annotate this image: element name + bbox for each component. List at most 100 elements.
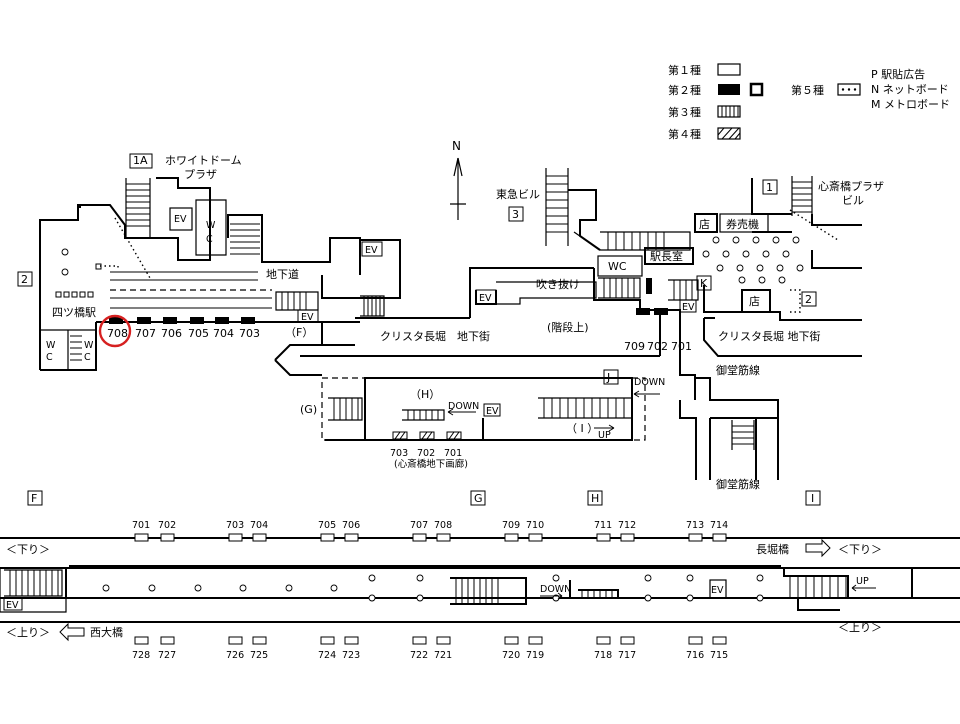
stairs-platform-i-icon [783, 567, 912, 611]
board-label-707: 707 [135, 327, 156, 340]
h-paren-label: （H） [410, 388, 440, 401]
legend-type5: 第５種 [791, 83, 824, 97]
legend-type2-small-symbol [749, 82, 764, 97]
platform-top-label-704: 704 [250, 520, 268, 531]
platform-bottom-label-727: 727 [158, 650, 176, 661]
g-paren-label: (G) [300, 403, 317, 416]
stairs-1a-icon [125, 178, 151, 238]
arrow-left-icon [59, 622, 85, 642]
crysta-left-label: クリスタ長堀 地下街 [380, 329, 490, 343]
stairs-platform-g-icon [450, 577, 527, 605]
wc-bottom-w1: W [46, 340, 56, 351]
ev-platform-right-box [709, 579, 727, 599]
platform-top-box-712 [620, 533, 635, 542]
board-block-708 [109, 317, 123, 324]
up-i-label: UP [598, 430, 611, 441]
mise-top-label: 店 [699, 217, 710, 231]
nobori-left-label: ＜上り＞ [6, 626, 50, 639]
exit-1a-label: 1A [133, 154, 148, 167]
board-block-705 [190, 317, 204, 324]
board-block-right-0 [636, 308, 650, 315]
gallery-board-label-702: 702 [417, 448, 435, 459]
crysta-corridor: EV クリスタ長堀 地下街 (階段上) [274, 239, 660, 376]
platform-bottom-label-719: 719 [526, 650, 544, 661]
platform-bottom-box-721 [436, 636, 451, 645]
gate-circles [702, 236, 804, 284]
chikado-label: 地下道 [266, 267, 299, 281]
stairs-diag-icon [573, 231, 691, 251]
stairs-exit1-icon [791, 176, 813, 216]
white-dome-label: ホワイトドーム [165, 154, 242, 167]
kenbaiki-label: 券売機 [726, 217, 759, 231]
wc-bottom-c1: C [46, 352, 53, 363]
platform-bottom-box-722 [412, 636, 427, 645]
exit-1-label: 1 [766, 181, 773, 194]
wc-right-box [597, 255, 643, 277]
ev-center-box [361, 241, 383, 257]
platform-bottom-box-718 [596, 636, 611, 645]
platform-down-label: DOWN [540, 584, 571, 595]
platform-bottom-box-719 [528, 636, 543, 645]
shinsaibashi-plaza-label: 心斎橋プラザ [818, 179, 884, 193]
wc-bottom-w2: W [84, 340, 94, 351]
arrow-j-icon [633, 390, 660, 398]
nishiohashi-label: 西大橋 [90, 625, 123, 639]
platform-top-label-712: 712 [618, 520, 636, 531]
stairs-center-icon [360, 295, 385, 317]
wc-bottom-c2: C [84, 352, 91, 363]
arrow-h-icon [447, 408, 476, 416]
f-paren-label: （F） [285, 326, 313, 339]
stairs-midosuji-icon [731, 420, 755, 450]
legend-m: M メトロボード [871, 98, 950, 111]
kudari-left-label: ＜下り＞ [6, 543, 50, 556]
legend-type3: 第３種 [668, 105, 701, 119]
platform-bottom-label-717: 717 [618, 650, 636, 661]
ekichoshitsu-box [644, 247, 694, 265]
exit-2-right-box [801, 291, 817, 307]
track-edges [0, 537, 960, 623]
kenbaiki-box [719, 213, 769, 233]
nagahoribashi-label: 長堀橋 [756, 542, 789, 556]
ev-corridor-label: EV [301, 312, 314, 323]
board-label-708: 708 [107, 327, 128, 340]
exit-3-box [508, 206, 524, 222]
tokyu-label: 東急ビル [496, 187, 540, 201]
sec-h-box [587, 490, 603, 506]
board-label-706: 706 [161, 327, 182, 340]
wc-c-label: C [206, 234, 213, 245]
platform: F G H I EV ＜下り＞ 長堀橋 ＜下り＞ ＜上り＞ 西大橋 ＜上り＞ [0, 490, 960, 642]
platform-top-box-704 [252, 533, 267, 542]
platform-bottom-box-727 [160, 636, 175, 645]
board-right-label-701: 701 [671, 340, 692, 353]
platform-top-label-708: 708 [434, 520, 452, 531]
board-label-704: 704 [213, 327, 234, 340]
legend-type3-symbol [717, 105, 741, 118]
gallery-board-702 [419, 431, 435, 440]
platform-top-label-702: 702 [158, 520, 176, 531]
platform-bottom-box-723 [344, 636, 359, 645]
stairs-platform-left-icon [4, 569, 63, 597]
sec-g-box [470, 490, 486, 506]
stairs-wc-right-icon [598, 277, 641, 299]
legend-type1: 第１種 [668, 63, 701, 77]
k-label: K [700, 277, 708, 290]
board-block-706 [163, 317, 177, 324]
platform-bottom-label-728: 728 [132, 650, 150, 661]
stairs-ekicho-icon [668, 279, 699, 301]
small-board-row [55, 263, 102, 298]
arrow-up-i-icon [594, 424, 615, 432]
board-block-right-1 [654, 308, 668, 315]
platform-top-box-711 [596, 533, 611, 542]
highlight-circle [98, 314, 132, 348]
ev-fukinuke-label: EV [479, 293, 492, 304]
gallery-board-703 [392, 431, 408, 440]
board-block-707 [137, 317, 151, 324]
platform-bottom-label-715: 715 [710, 650, 728, 661]
gallery-board-label-703: 703 [390, 448, 408, 459]
fukinuke-label: 吹き抜け [536, 277, 580, 291]
plaza-label: プラザ [184, 168, 217, 181]
